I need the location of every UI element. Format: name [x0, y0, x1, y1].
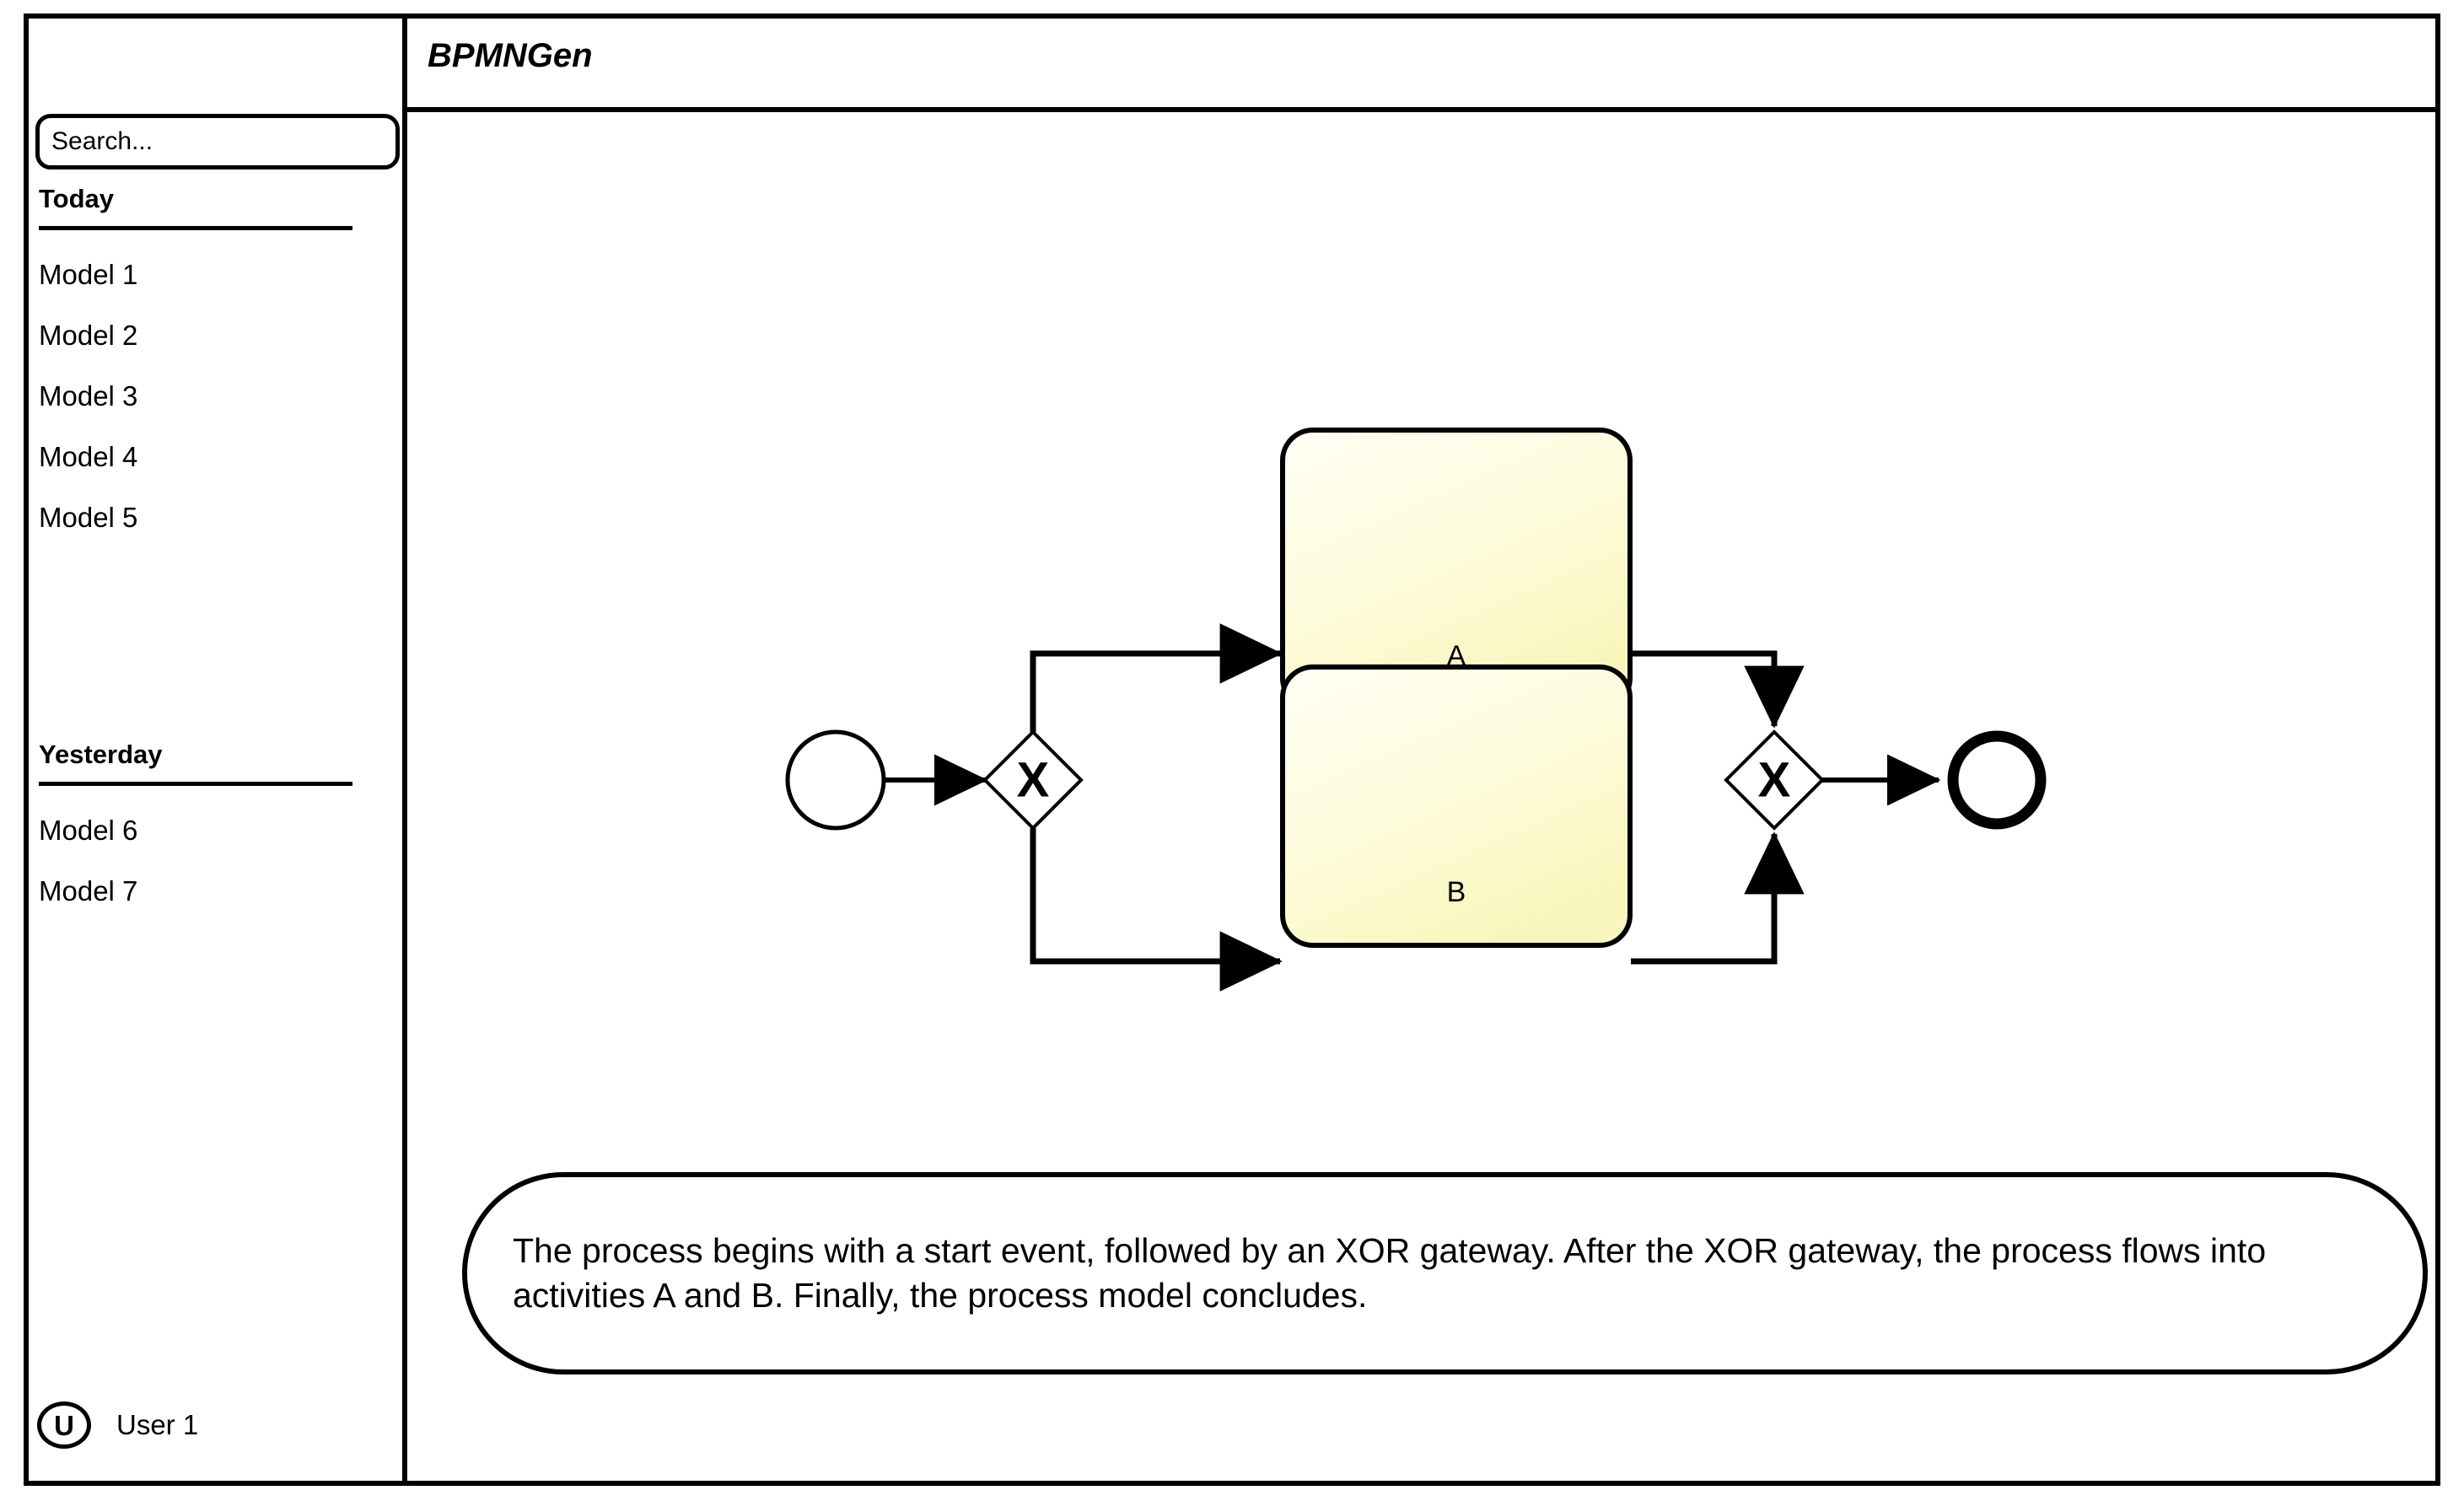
nav-group-today: Today Model 1 Model 2 Model 3 Model 4 Mo… — [29, 184, 402, 534]
user-name-label: User 1 — [116, 1409, 199, 1440]
header-divider — [407, 107, 2435, 112]
xor-gateway-join-label: X — [1758, 753, 1791, 808]
flow-task-b-to-join — [1631, 831, 1805, 965]
task-b[interactable]: B — [1280, 664, 1633, 948]
sidebar-item-model-3[interactable]: Model 3 — [39, 380, 138, 412]
start-event[interactable] — [785, 729, 886, 831]
sidebar-item-model-7[interactable]: Model 7 — [39, 875, 138, 907]
xor-gateway-split-label: X — [1017, 753, 1050, 808]
task-b-label: B — [1447, 876, 1466, 908]
search-input[interactable] — [35, 114, 400, 169]
sidebar-item-model-5[interactable]: Model 5 — [39, 502, 138, 533]
description-text: The process begins with a start event, f… — [513, 1230, 2267, 1315]
flow-split-to-task-a — [1030, 623, 1283, 732]
nav-group-divider-yesterday — [39, 782, 352, 786]
description-bubble: The process begins with a start event, f… — [462, 1172, 2428, 1375]
main-panel: BPMNGen — [407, 19, 2435, 1481]
xor-gateway-split[interactable]: X — [982, 729, 1084, 831]
flow-task-a-to-join — [1631, 650, 1805, 729]
page-title: BPMNGen — [428, 37, 593, 74]
end-event[interactable] — [1947, 730, 2047, 830]
nav-group-title-yesterday: Yesterday — [39, 740, 163, 769]
sidebar-item-model-2[interactable]: Model 2 — [39, 320, 138, 351]
avatar: U — [37, 1401, 91, 1449]
nav-group-title-today: Today — [39, 184, 114, 213]
nav-group-divider-today — [39, 226, 352, 230]
sidebar-item-model-1[interactable]: Model 1 — [39, 259, 138, 290]
flow-split-to-task-b — [1030, 828, 1283, 992]
task-a-label: A — [1447, 640, 1466, 672]
sidebar: Today Model 1 Model 2 Model 3 Model 4 Mo… — [29, 19, 407, 1481]
nav-group-yesterday: Yesterday Model 6 Model 7 — [29, 740, 402, 907]
user-profile-row[interactable]: U User 1 — [37, 1401, 198, 1449]
sidebar-item-model-4[interactable]: Model 4 — [39, 441, 138, 472]
sidebar-item-model-6[interactable]: Model 6 — [39, 815, 138, 846]
app-window: Today Model 1 Model 2 Model 3 Model 4 Mo… — [24, 13, 2440, 1486]
xor-gateway-join[interactable]: X — [1724, 729, 1825, 831]
bpmn-canvas[interactable]: X A B X — [407, 112, 2435, 1481]
